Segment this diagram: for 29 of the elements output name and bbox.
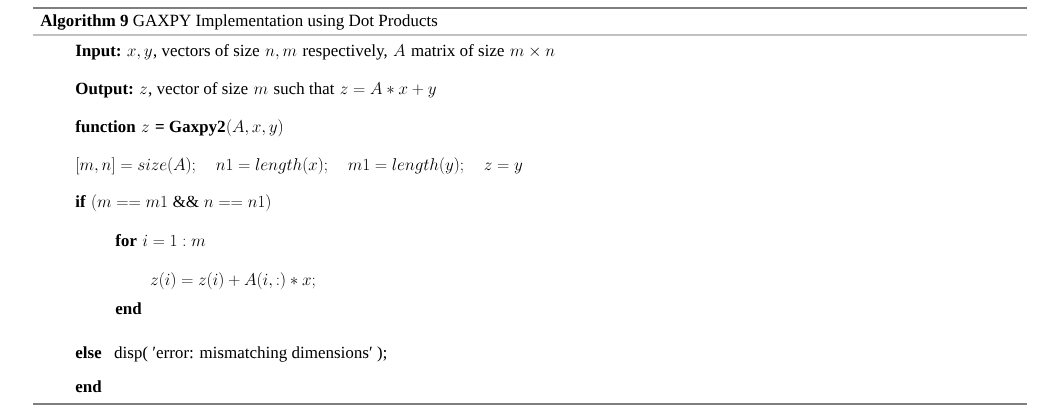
math-expression: $(m == m1 \;\&\&\; n == n1)$ (92, 194, 270, 212)
math-expression: $n, m$ (265, 48, 297, 60)
keyword: Output: (76, 82, 133, 98)
math-expression: $z(i) = z(i) + A(i, :) * x;$ (150, 272, 315, 290)
keyword: = Gaxpy2 (155, 120, 225, 136)
keyword: for (115, 234, 137, 247)
math-expression: $m \times n$ (510, 47, 555, 57)
pseudocode-text: , vectors of size (153, 44, 260, 59)
math-expression: $m$ (254, 86, 268, 95)
math-expression: $x, y$ (127, 48, 152, 60)
math-expression: $z$ (139, 86, 147, 95)
keyword: Input: (75, 44, 120, 60)
math-expression: $i = 1 : m$ (142, 234, 206, 247)
pseudocode-text: disp( ′error: mismatching dimensions′ ); (114, 346, 386, 362)
keyword: if (75, 195, 86, 207)
math-expression: $A$ (393, 43, 406, 56)
pseudocode-text: respectively, (302, 44, 387, 60)
keyword: function (75, 120, 136, 133)
math-expression: $z$ (141, 124, 149, 133)
pseudocode-text: , vector of size (148, 82, 248, 97)
pseudocode-text: matrix of size (411, 44, 504, 57)
algorithm-title: Algorithm 9 GAXPY Implementation using Dot Products (40, 14, 438, 30)
math-expression: $[m, n] = size(A); \quad n1 = length(x); \quad m1 = length(y); \quad z = y$ (77, 157, 523, 175)
math-expression: $z = A * x + y$ (340, 81, 436, 98)
pseudocode-text: such that (274, 82, 335, 95)
keyword: end (75, 380, 102, 393)
keyword: else (75, 346, 102, 359)
keyword: end (115, 302, 142, 315)
math-expression: $(A, x, y)$ (227, 119, 283, 137)
